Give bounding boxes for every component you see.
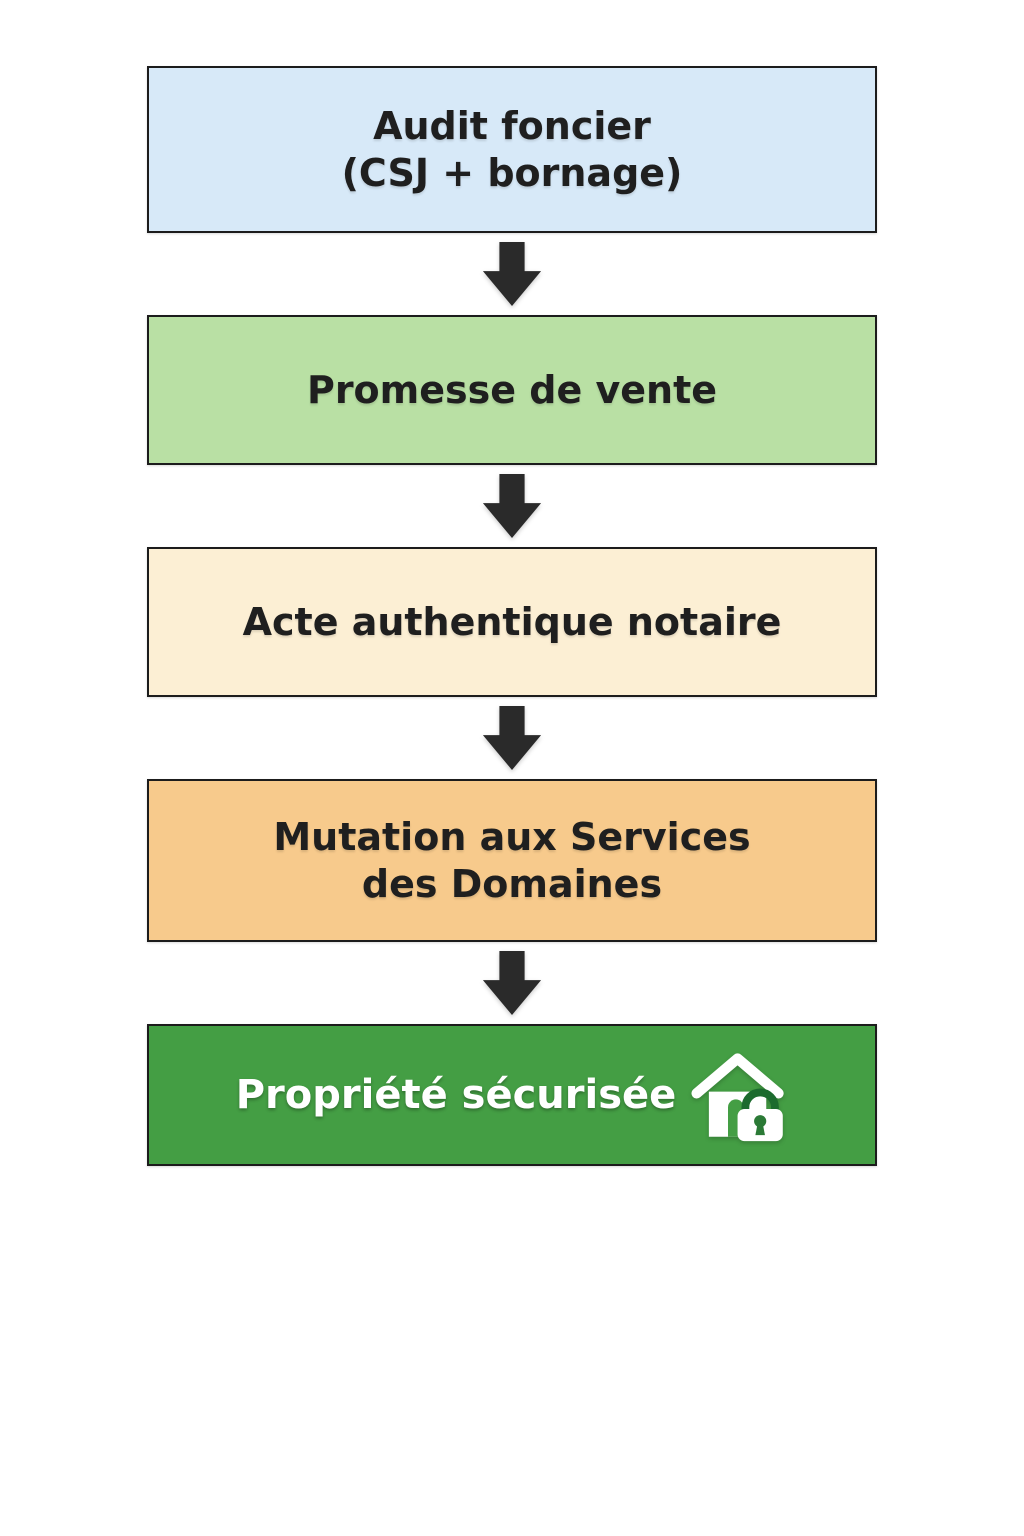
step-label-line: (CSJ + bornage)	[341, 150, 683, 195]
flowchart: Audit foncier (CSJ + bornage) Promesse d…	[0, 66, 1024, 1166]
step-label-audit-foncier: Audit foncier (CSJ + bornage)	[342, 103, 683, 197]
down-arrow-icon	[482, 242, 542, 306]
down-arrow	[482, 942, 542, 1024]
step-label-line: Audit foncier	[373, 103, 651, 148]
step-box-promesse-de-vente: Promesse de vente	[147, 315, 877, 465]
down-arrow-icon	[482, 951, 542, 1015]
down-arrow	[482, 233, 542, 315]
down-arrow	[482, 465, 542, 547]
step-label-line: Promesse de vente	[306, 367, 718, 412]
step-label-acte-authentique: Acte authentique notaire	[243, 599, 782, 646]
house-lock-icon	[691, 1052, 784, 1141]
step-label-mutation-domaines: Mutation aux Services des Domaines	[273, 814, 750, 908]
step-box-mutation-domaines: Mutation aux Services des Domaines	[147, 779, 877, 942]
step-box-audit-foncier: Audit foncier (CSJ + bornage)	[147, 66, 877, 233]
step-label-propriete-securisee: Propriété sécurisée	[236, 1048, 789, 1143]
down-arrow-icon	[482, 706, 542, 770]
down-arrow-icon	[482, 474, 542, 538]
step-label-line: Mutation aux Services	[273, 814, 751, 859]
step-box-acte-authentique: Acte authentique notaire	[147, 547, 877, 697]
step-label-line: des Domaines	[361, 861, 663, 906]
step-box-propriete-securisee: Propriété sécurisée	[147, 1024, 877, 1166]
step-label-line: Acte authentique notaire	[242, 599, 782, 644]
down-arrow	[482, 697, 542, 779]
step-label-promesse-de-vente: Promesse de vente	[307, 367, 717, 414]
step-label-line: Propriété sécurisée	[235, 1072, 677, 1118]
